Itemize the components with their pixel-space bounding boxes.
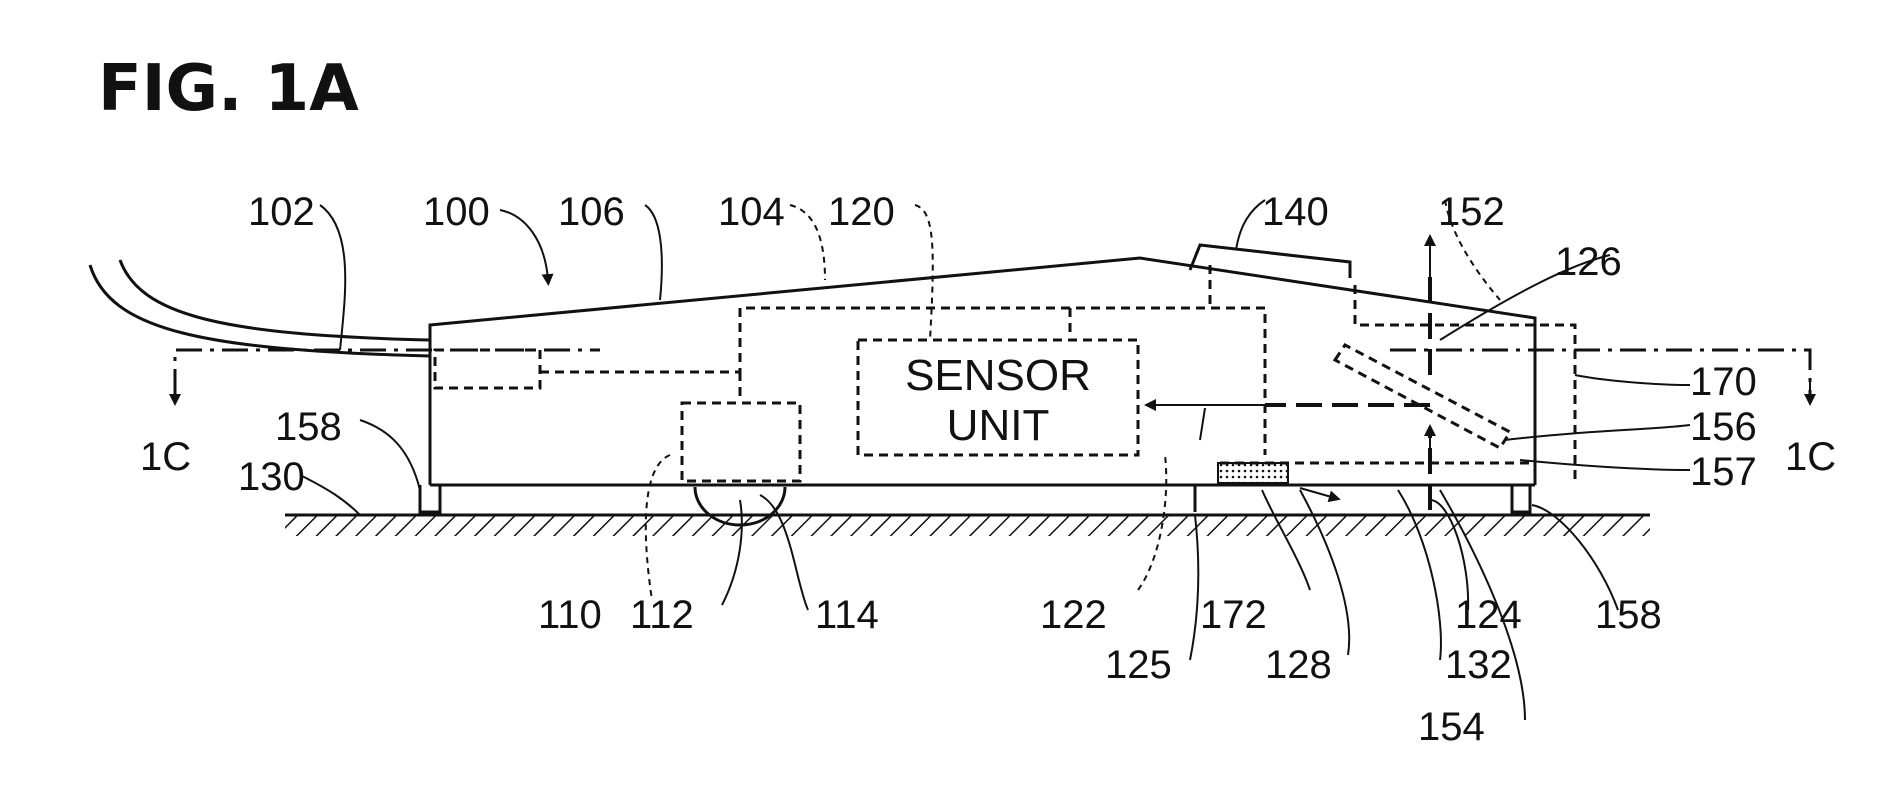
label-106: 106	[558, 190, 625, 234]
label-124: 124	[1455, 593, 1522, 637]
label-126: 126	[1555, 240, 1622, 284]
label-170: 170	[1690, 360, 1757, 404]
figure-title: FIG. 1A	[98, 52, 359, 126]
label-122: 122	[1040, 593, 1107, 637]
label-104: 104	[718, 190, 785, 234]
label-158-right: 158	[1595, 593, 1662, 637]
label-132: 132	[1445, 643, 1512, 687]
label-114: 114	[815, 593, 879, 637]
sensor-unit-label-1: SENSOR	[905, 351, 1091, 400]
label-125: 125	[1105, 643, 1172, 687]
ground-surface	[285, 515, 1650, 536]
label-112: 112	[630, 593, 694, 637]
label-156: 156	[1690, 405, 1757, 449]
button-140	[1190, 245, 1350, 278]
light-source	[1218, 463, 1288, 483]
label-128: 128	[1265, 643, 1332, 687]
leader-lines	[300, 200, 1690, 720]
label-158-left: 158	[275, 405, 342, 449]
cable	[90, 260, 430, 356]
section-label-right: 1C	[1785, 435, 1836, 479]
sensor-unit-label-2: UNIT	[947, 401, 1050, 450]
label-102: 102	[248, 190, 315, 234]
label-110: 110	[538, 593, 602, 637]
label-172: 172	[1200, 593, 1267, 637]
label-120: 120	[828, 190, 895, 234]
label-154: 154	[1418, 705, 1485, 749]
label-100: 100	[423, 190, 490, 234]
label-140: 140	[1262, 190, 1329, 234]
label-130: 130	[238, 455, 305, 499]
label-157: 157	[1690, 450, 1757, 494]
label-152: 152	[1438, 190, 1505, 234]
section-label-left: 1C	[140, 435, 191, 479]
